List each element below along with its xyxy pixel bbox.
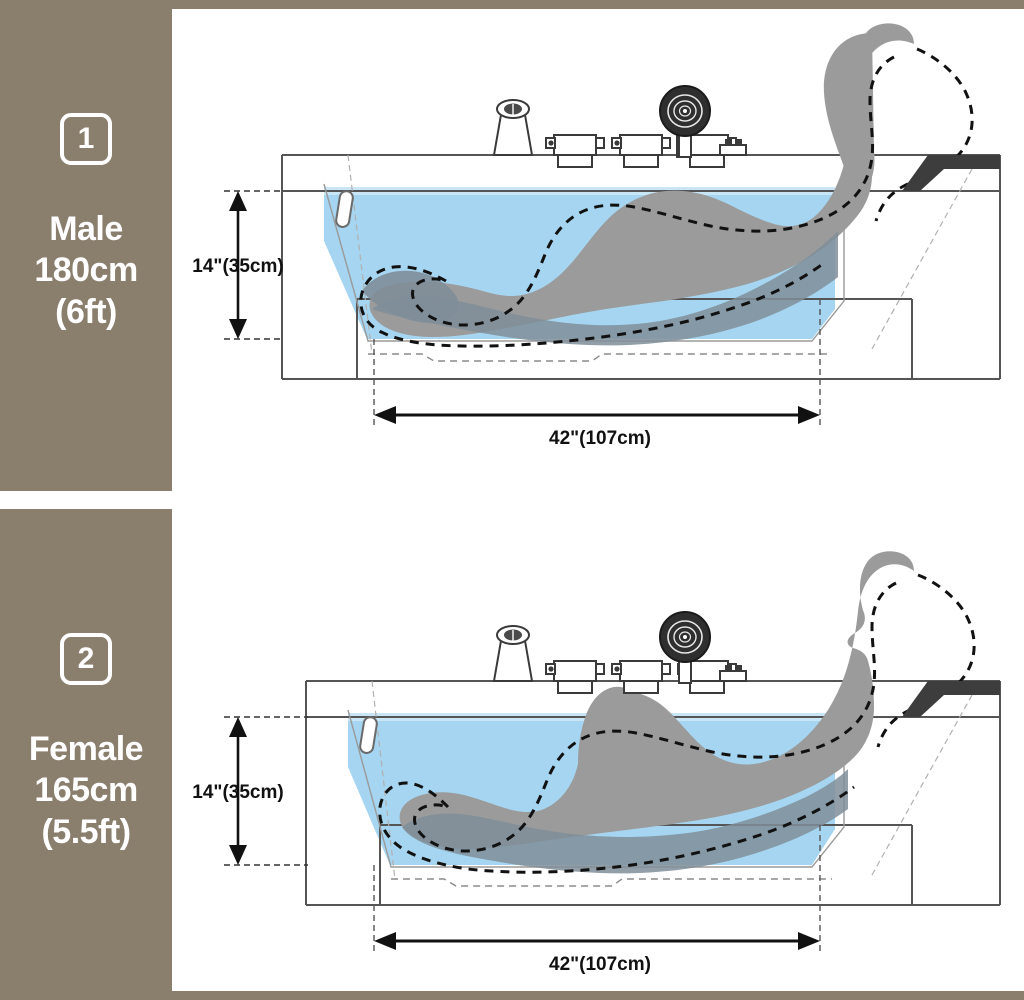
- overflow-fitting-icon: [719, 139, 747, 156]
- length-dimension: 42"(107cm): [373, 299, 821, 449]
- badge-number-2: 2: [60, 633, 112, 685]
- body-submerged-shade: [372, 231, 838, 346]
- guide-lines: [371, 680, 973, 881]
- alternate-pose-outline: [359, 47, 974, 348]
- sidebar-label-gender: Male: [49, 210, 123, 248]
- valve-handle-2: [611, 660, 671, 694]
- valve-handle-1: [545, 660, 605, 694]
- sidebar-label-height-cm: 180cm: [34, 251, 138, 290]
- depth-dimension-label: 14"(35cm): [192, 256, 283, 277]
- overflow-fitting-icon: [719, 665, 747, 682]
- length-dimension: 42"(107cm): [373, 825, 821, 975]
- sidebar-label-height-ft: (6ft): [55, 292, 117, 331]
- valve-handle-2: [611, 134, 671, 168]
- spout-icon: [492, 99, 534, 156]
- headrest-pillow: [902, 155, 1000, 191]
- depth-dimension-label: 14"(35cm): [192, 782, 283, 803]
- sidebar-male: 1 Male 180cm (6ft): [0, 9, 172, 491]
- headrest-pillow: [902, 681, 1000, 717]
- human-figure-male: [362, 23, 914, 346]
- body-silhouette: [399, 551, 915, 849]
- grip-handle-icon: [359, 716, 378, 754]
- valve-handle-1: [545, 134, 605, 168]
- basin-floor-dashed: [368, 353, 832, 362]
- human-figure-female: [399, 551, 915, 874]
- depth-dimension: 14"(35cm): [192, 190, 284, 340]
- spout-icon: [492, 625, 534, 682]
- handshower-icon: [659, 611, 711, 684]
- body-submerged-shade: [402, 769, 848, 874]
- sidebar-label-gender-2: Female: [28, 730, 144, 768]
- depth-dimension: 14"(35cm): [192, 716, 308, 866]
- panel-male: 1 Male 180cm (6ft): [0, 9, 1024, 491]
- knee-shape: [564, 686, 643, 830]
- sidebar-label-height-ft-2: (5.5ft): [41, 812, 131, 851]
- tub-inner-profile: [323, 183, 845, 342]
- length-dimension-label: 42"(107cm): [549, 428, 651, 449]
- grip-handle-icon: [335, 190, 354, 228]
- basin-floor-dashed: [391, 878, 832, 887]
- drawing-female: 14"(35cm) 42"(107cm): [172, 509, 1024, 991]
- guide-lines: [347, 154, 973, 355]
- foot-shape: [362, 270, 459, 323]
- deck-fixtures: [492, 611, 747, 694]
- sidebar-female: 2 Female 165cm (5.5ft): [0, 509, 172, 991]
- panel-female: 2 Female 165cm (5.5ft): [0, 509, 1024, 991]
- length-dimension-label: 42"(107cm): [549, 954, 651, 975]
- panel-divider: [0, 491, 1024, 509]
- alternate-pose-outline: [378, 573, 976, 874]
- badge-number-1: 1: [60, 113, 112, 165]
- deck-fixtures: [492, 85, 747, 168]
- body-silhouette: [369, 23, 914, 337]
- handshower-icon: [659, 85, 711, 158]
- body-torso-fill: [823, 33, 875, 195]
- sidebar-label-height-cm-2: 165cm: [34, 771, 138, 810]
- drawing-male: 14"(35cm) 42"(107cm): [172, 9, 1024, 491]
